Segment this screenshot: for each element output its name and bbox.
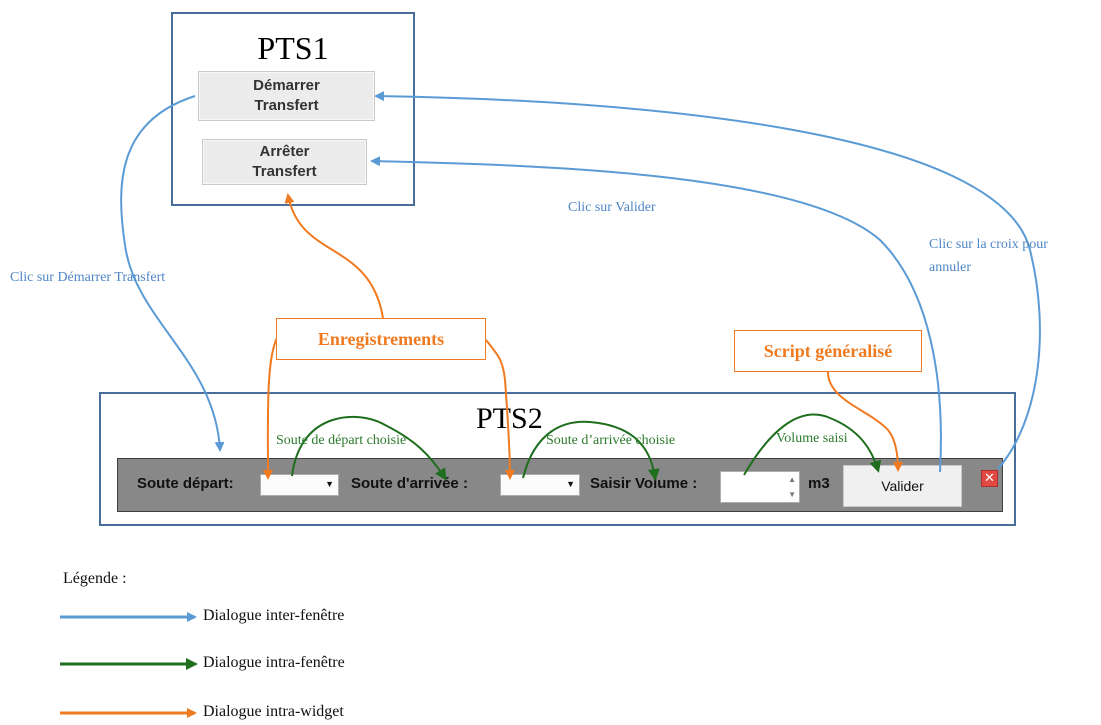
enregistrements-box: Enregistrements bbox=[276, 318, 486, 360]
legend-item-inter: Dialogue inter-fenêtre bbox=[203, 607, 345, 624]
legend-item-intra-fenetre: Dialogue intra-fenêtre bbox=[203, 654, 345, 671]
spin-up-icon[interactable]: ▲ bbox=[788, 475, 796, 484]
demarrer-line-2: Transfert bbox=[254, 97, 319, 114]
label-clic-croix-2: annuler bbox=[929, 260, 971, 275]
soute-arrivee-select[interactable]: ▼ bbox=[500, 474, 580, 496]
pts1-title: PTS1 bbox=[257, 30, 329, 66]
label-volume-saisi: Volume saisi bbox=[776, 431, 848, 446]
pts2-title: PTS2 bbox=[476, 402, 543, 435]
pts2-window: PTS2 Soute départ: ▼ Soute d'arrivée : ▼… bbox=[99, 392, 1016, 526]
arreter-line-2: Transfert bbox=[252, 163, 317, 180]
arreter-transfert-button[interactable]: Arrêter Transfert bbox=[202, 139, 367, 185]
unit-label: m3 bbox=[808, 475, 830, 492]
legend-item-intra-widget: Dialogue intra-widget bbox=[203, 703, 344, 720]
chevron-down-icon: ▼ bbox=[325, 479, 334, 489]
arrow-enregistrements-to-arreter bbox=[284, 193, 384, 319]
saisir-volume-label: Saisir Volume : bbox=[590, 475, 698, 492]
soute-arrivee-label: Soute d'arrivée : bbox=[351, 475, 468, 492]
label-soute-arrivee-choisie: Soute d’arrivée choisie bbox=[546, 433, 676, 448]
soute-depart-label: Soute départ: bbox=[137, 475, 234, 492]
label-soute-depart-choisie: Soute de départ choisie bbox=[276, 433, 407, 448]
label-clic-croix-1: Clic sur la croix pour bbox=[929, 237, 1048, 252]
spin-down-icon[interactable]: ▼ bbox=[788, 490, 796, 499]
volume-spinbox[interactable]: ▲ ▼ bbox=[720, 471, 800, 503]
legend-title: Légende : bbox=[63, 570, 127, 587]
valider-button[interactable]: Valider bbox=[843, 465, 962, 507]
pts1-window: PTS1 Démarrer Transfert Arrêter Transfer… bbox=[171, 12, 415, 206]
chevron-down-icon: ▼ bbox=[566, 479, 575, 489]
label-clic-valider: Clic sur Valider bbox=[568, 200, 656, 215]
label-clic-demarrer: Clic sur Démarrer Transfert bbox=[10, 270, 166, 285]
arreter-line-1: Arrêter bbox=[259, 143, 310, 160]
soute-depart-select[interactable]: ▼ bbox=[260, 474, 339, 496]
demarrer-transfert-button[interactable]: Démarrer Transfert bbox=[198, 71, 375, 121]
pts2-toolbar: Soute départ: ▼ Soute d'arrivée : ▼ Sais… bbox=[117, 458, 1003, 512]
close-icon[interactable]: ✕ bbox=[981, 470, 998, 487]
script-generalise-box: Script généralisé bbox=[734, 330, 922, 372]
demarrer-line-1: Démarrer bbox=[253, 77, 320, 94]
